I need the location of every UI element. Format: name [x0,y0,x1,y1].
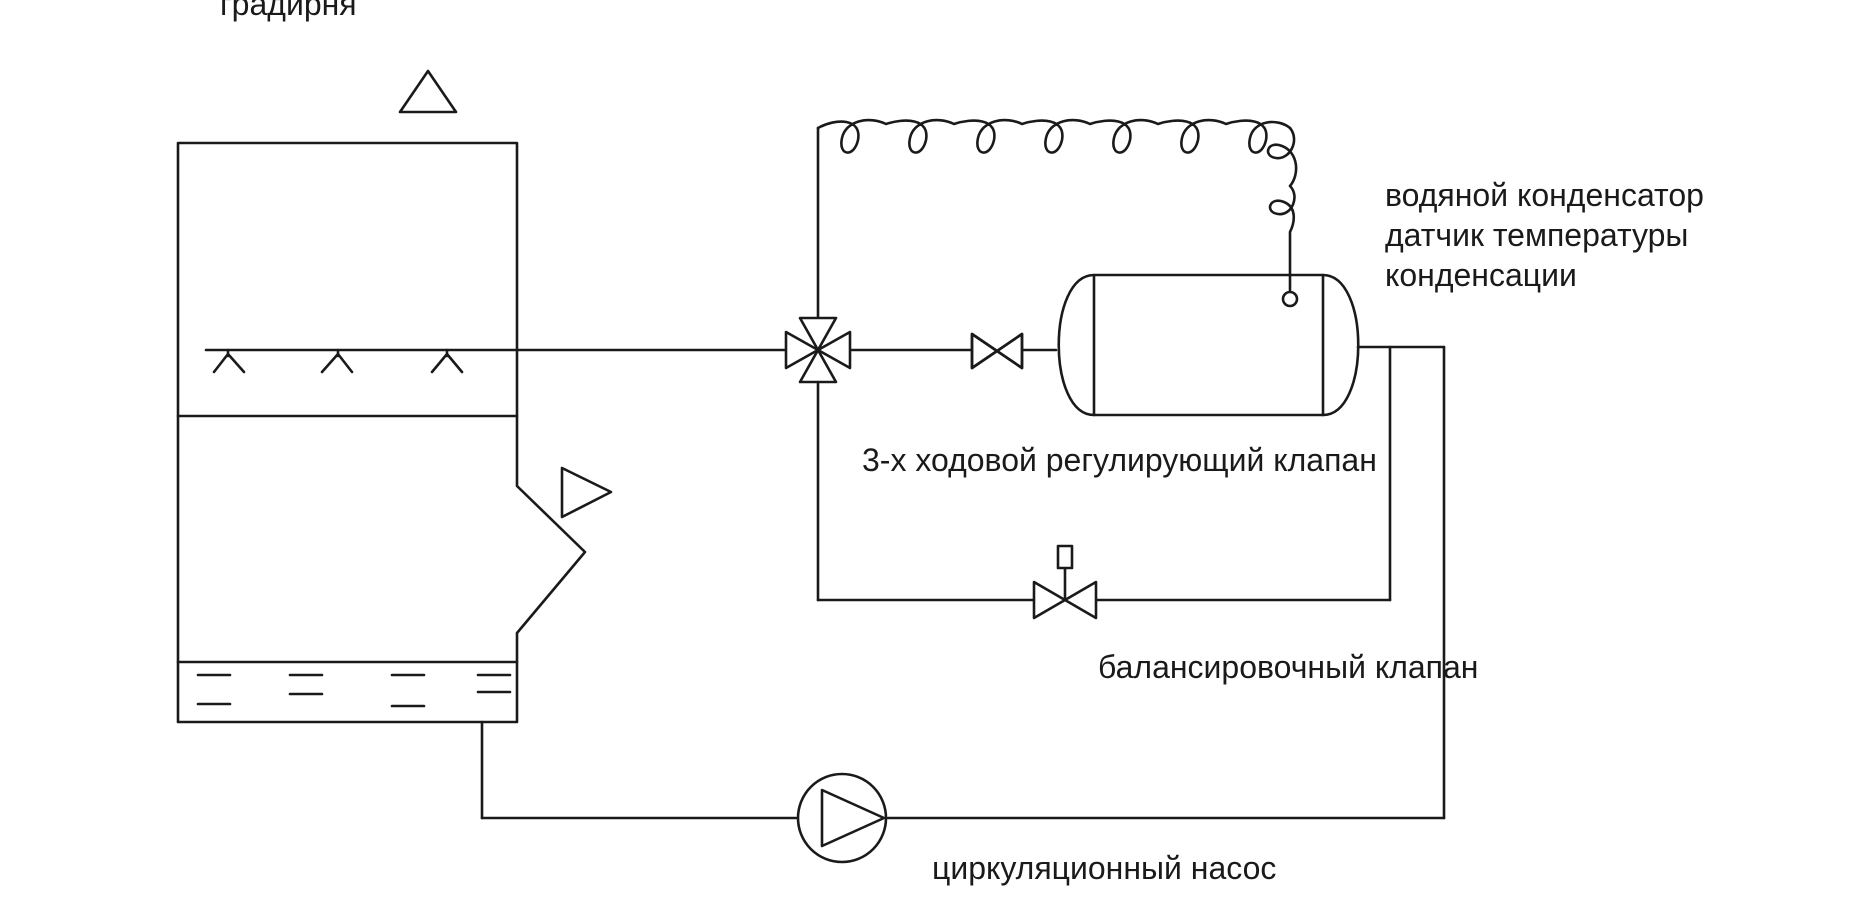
cooling-tower-label: градирня [220,0,357,22]
triangle-right-icon [560,466,613,519]
condenser-label-block: водяной конденсатор датчик температуры к… [1385,175,1704,295]
balancing-valve-icon [1032,544,1098,620]
basin-water-dashes [196,673,512,708]
temperature-sensor-label-line1: датчик температуры [1385,217,1689,253]
coil-icon [1266,126,1298,292]
nozzle-icon [320,348,354,374]
valve-icon-outline [970,332,1024,370]
water-condenser-label: водяной конденсатор [1385,177,1704,213]
nozzle-icon [430,348,464,374]
coil-icon [816,118,1292,154]
water-condenser [1057,273,1360,417]
balancing-valve-label: балансировочный клапан [1098,649,1479,685]
cooling-tower [176,141,587,724]
nozzle-icon [212,348,246,374]
circulation-pump-label: циркуляционный насос [932,850,1277,886]
three-way-valve-icon [784,316,852,384]
three-way-valve-label: 3-х ходовой регулирующий клапан [862,442,1377,478]
sensor-icon [1281,290,1299,308]
pump-icon [796,772,888,864]
temperature-sensor-label-line2: конденсации [1385,257,1577,293]
triangle-up-icon [398,69,458,114]
